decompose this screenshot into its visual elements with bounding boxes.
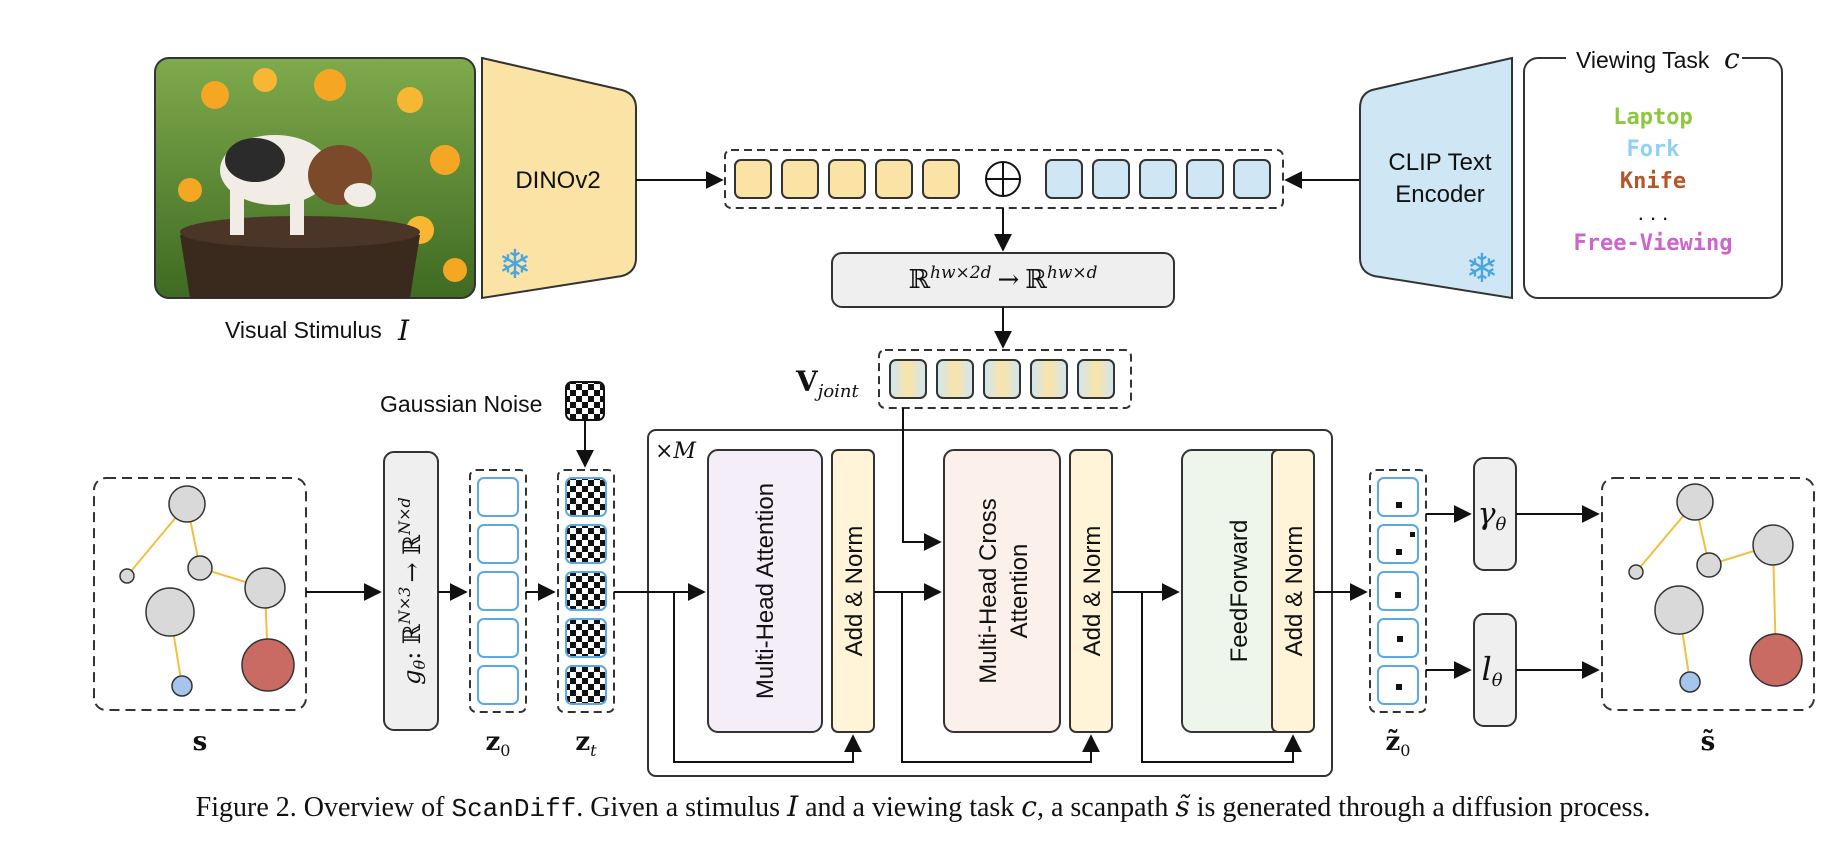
g-theta-label: gθ: ℝN×3→ ℝN×d [395,497,429,685]
transformer-block [647,429,1333,777]
gamma-label: γθ [1478,497,1507,535]
scanpath-input-nodes [119,485,295,697]
cross-attention-label-1: Multi-Head Cross [975,498,1002,683]
add-norm-2-label: Add & Norm [1079,526,1106,657]
clip-label-1: CLIP Text [1388,149,1492,176]
l-label: lθ [1481,650,1502,691]
gaussian-noise-label: Gaussian Noise [380,391,542,417]
scanpath-output-box [1601,477,1815,711]
label-s-tilde: s̃ [1701,727,1716,757]
task-laptop: Laptop [1613,105,1692,130]
task-ellipsis: . . . [1638,200,1669,225]
z0-tokens [477,477,519,705]
vjoint-box [878,349,1132,409]
clip-label-2: Encoder [1395,181,1484,208]
label-zt: zt [575,727,597,760]
add-norm-3-label: Add & Norm [1281,526,1308,657]
stimulus-image [154,57,476,299]
cross-attention-block [943,449,1061,733]
stimulus-symbol: I [397,314,410,347]
clip-encoder-block [1359,56,1513,300]
clip-tokens [1045,159,1271,199]
task-knife: Knife [1620,169,1686,194]
dino-tokens [734,159,960,199]
add-norm-1-label: Add & Norm [841,526,868,657]
zt-tokens [565,477,607,705]
mha-label: Multi-Head Attention [752,483,779,699]
label-s: s [193,727,208,757]
dino-label: DINOv2 [515,167,600,194]
z0-tilde-box [1369,469,1427,713]
z0-tilde-tokens [1377,477,1419,705]
task-fork: Fork [1627,137,1680,162]
noise-icon [565,381,605,421]
token-concat-box [724,149,1284,209]
task-free-viewing: Free-Viewing [1574,231,1733,256]
z0-box [469,469,527,713]
figure-caption: Figure 2. Overview of ScanDiff. Given a … [195,790,1651,824]
vjoint-label: Vjoint [795,365,860,402]
stimulus-label: Visual Stimulus [225,317,382,343]
viewing-task-title: Viewing Task [1576,47,1710,73]
zt-box [557,469,615,713]
cross-attention-label-2: Attention [1006,544,1033,639]
scanpath-input-box [93,477,307,711]
dino-encoder-block [481,56,637,300]
viewing-task-symbol: c [1724,42,1740,75]
label-z0-tilde: z̃0 [1386,727,1411,760]
feedforward-label: FeedForward [1226,520,1253,663]
label-z0: z0 [486,727,511,760]
transformer-flow [614,408,1368,763]
snowflake-icon: ❄ [498,243,532,287]
projection-formula: ℝhw×2d→ℝhw×d [908,263,1097,295]
repeat-label: ×M [655,439,696,464]
mha-block [707,449,823,733]
z0-tilde-dots [1395,502,1415,690]
snowflake-icon: ❄ [1465,247,1499,291]
concat-icon [985,161,1021,197]
scanpath-output-nodes [1628,483,1803,693]
vjoint-tokens [889,359,1115,399]
